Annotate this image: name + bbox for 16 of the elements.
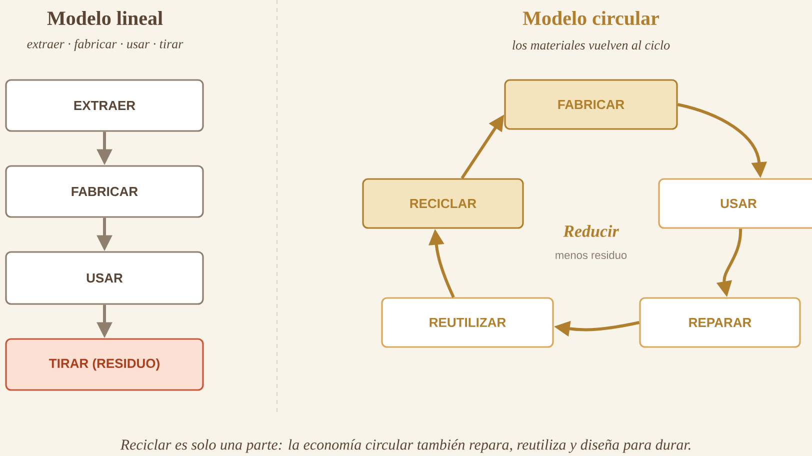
process-box: TIRAR (RESIDUO)	[5, 338, 204, 391]
process-box: USAR	[5, 251, 204, 305]
process-box: RECICLAR	[362, 178, 524, 229]
subtitle: extraer · fabricar · usar · tirar	[27, 39, 184, 51]
process-box: EXTRAER	[5, 79, 204, 132]
process-box: FABRICAR	[5, 165, 204, 218]
process-box: REUTILIZAR	[381, 297, 554, 348]
caption: Reciclar es solo una parte: la economía circular también repara, reutiliza y diseña para durar.	[120, 439, 690, 453]
subtitle: los materiales vuelven al ciclo	[512, 40, 670, 50]
heading: Modelo circular	[522, 10, 659, 26]
process-box: USAR	[658, 178, 812, 229]
center-note: menos residuo	[556, 250, 627, 260]
process-box: FABRICAR	[504, 79, 678, 130]
heading: Modelo lineal	[47, 10, 163, 26]
center-label: Reducir	[563, 225, 619, 237]
process-box: REPARAR	[639, 297, 801, 348]
